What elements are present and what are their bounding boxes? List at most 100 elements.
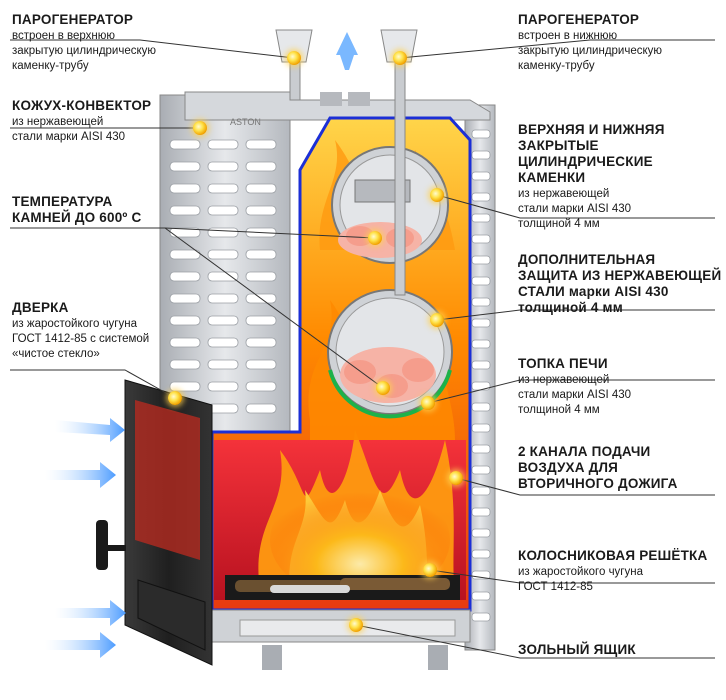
leader-lines <box>10 39 715 659</box>
label-steam-generator-bottom: ПАРОГЕНЕРАТОР встроен в нижнюю закрытую … <box>518 12 662 73</box>
label-title: ТЕМПЕРАТУРА <box>12 194 113 209</box>
label-title: ЗАКРЫТЫЕ <box>518 138 599 153</box>
indicator-dot-ashbox <box>349 618 363 632</box>
casing-slot <box>245 249 277 260</box>
indicator-dot-steam-bottom <box>393 51 407 65</box>
label-desc: встроен в нижнюю <box>518 30 618 42</box>
casing-slot <box>245 315 277 326</box>
label-title: КОЖУХ-КОНВЕКТОР <box>12 98 152 113</box>
label-title: ПАРОГЕНЕРАТОР <box>12 12 134 27</box>
casing-slot <box>471 528 491 538</box>
casing-slot <box>471 465 491 475</box>
casing-slot <box>207 205 239 216</box>
casing-slot <box>245 271 277 282</box>
grate-and-logs <box>225 575 460 600</box>
indicator-dot-protection <box>430 313 444 327</box>
label-desc: из жаростойкого чугуна <box>518 566 644 578</box>
label-title: ВЕРХНЯЯ И НИЖНЯЯ <box>518 122 665 137</box>
casing-slot <box>471 213 491 223</box>
casing-slot <box>245 403 277 414</box>
upper-heater <box>331 146 449 264</box>
casing-slot <box>169 227 201 238</box>
casing-slot <box>207 359 239 370</box>
label-desc: из нержавеющей <box>12 116 104 128</box>
label-title: толщиной 4 мм <box>518 300 623 315</box>
steam-pipes <box>275 29 418 296</box>
label-title: ТОПКА ПЕЧИ <box>518 356 608 371</box>
label-closed-heaters: ВЕРХНЯЯ И НИЖНЯЯ ЗАКРЫТЫЕ ЦИЛИНДРИЧЕСКИЕ… <box>518 122 665 231</box>
label-desc: закрытую цилиндрическую <box>12 45 157 57</box>
casing-slot <box>471 339 491 349</box>
label-desc: из нержавеющей <box>518 374 610 386</box>
indicator-dot-steam-top <box>287 51 301 65</box>
label-title: ДВЕРКА <box>12 300 69 315</box>
ash-box <box>211 609 471 670</box>
label-extra-protection: ДОПОЛНИТЕЛЬНАЯ ЗАЩИТА ИЗ НЕРЖАВЕЮЩЕЙ СТА… <box>518 252 721 316</box>
indicator-dot-stones-lower <box>376 381 390 395</box>
casing-slot <box>471 591 491 601</box>
label-title: КАМЕНКИ <box>518 170 586 185</box>
casing-slot <box>169 315 201 326</box>
casing-slot <box>169 183 201 194</box>
casing-slot <box>471 150 491 160</box>
casing-slot <box>471 276 491 286</box>
casing-left <box>159 94 291 441</box>
brand-logo: ASTON <box>230 117 261 127</box>
casing-slot <box>471 360 491 370</box>
casing-slot <box>207 381 239 392</box>
casing-slot <box>245 161 277 172</box>
casing-slot <box>169 139 201 150</box>
casing-slot <box>245 359 277 370</box>
casing-slot <box>207 249 239 260</box>
casing-slot <box>245 183 277 194</box>
indicator-dot-heater-upper <box>430 188 444 202</box>
casing-slot <box>471 192 491 202</box>
label-title: ПАРОГЕНЕРАТОР <box>518 12 640 27</box>
label-desc: каменку-трубу <box>12 60 89 72</box>
label-desc: ГОСТ 1412-85 с системой <box>12 333 150 345</box>
casing-slot <box>169 205 201 216</box>
casing-slot <box>207 161 239 172</box>
label-door: ДВЕРКА из жаростойкого чугуна ГОСТ 1412-… <box>12 300 149 361</box>
casing-slot <box>245 205 277 216</box>
indicator-dot-firebox <box>421 396 435 410</box>
casing-slot <box>471 129 491 139</box>
casing-slot <box>471 612 491 622</box>
label-title: ЗАЩИТА ИЗ НЕРЖАВЕЮЩЕЙ <box>518 268 722 283</box>
casing-slot <box>471 318 491 328</box>
casing-slot <box>207 139 239 150</box>
label-desc: толщиной 4 мм <box>518 404 600 416</box>
casing-slot <box>207 293 239 304</box>
casing-slot <box>471 234 491 244</box>
label-desc: стали марки AISI 430 <box>518 389 632 401</box>
label-desc: толщиной 4 мм <box>518 218 600 230</box>
casing-slot <box>471 549 491 559</box>
label-title: ДОПОЛНИТЕЛЬНАЯ <box>518 252 656 267</box>
air-flow-arrows <box>45 32 358 658</box>
indicator-dot-casing <box>193 121 207 135</box>
label-title: 2 КАНАЛА ПОДАЧИ <box>518 444 651 459</box>
label-title: КОЛОСНИКОВАЯ РЕШЁТКА <box>518 548 708 563</box>
label-stones-temperature: ТЕМПЕРАТУРА КАМНЕЙ ДО 600º С <box>12 194 141 226</box>
label-firebox: ТОПКА ПЕЧИ из нержавеющей стали марки AI… <box>518 356 631 417</box>
casing-slot <box>169 381 201 392</box>
label-steam-generator-top: ПАРОГЕНЕРАТОР встроен в верхнюю закрытую… <box>12 12 156 73</box>
casing-slot <box>471 507 491 517</box>
casing-slot <box>471 297 491 307</box>
label-desc: закрытую цилиндрическую <box>518 45 663 57</box>
casing-slot <box>169 161 201 172</box>
casing-slot <box>169 293 201 304</box>
casing-slot <box>169 337 201 348</box>
casing-slot <box>471 255 491 265</box>
casing-slot <box>471 423 491 433</box>
casing-slot <box>245 337 277 348</box>
casing-slot <box>245 139 277 150</box>
casing-slot <box>471 171 491 181</box>
label-desc: стали марки AISI 430 <box>518 203 632 215</box>
indicator-dot-stones-upper <box>368 231 382 245</box>
indicator-dot-channels <box>449 471 463 485</box>
casing-slot <box>471 381 491 391</box>
casing-slot <box>169 359 201 370</box>
casing-slot <box>245 381 277 392</box>
